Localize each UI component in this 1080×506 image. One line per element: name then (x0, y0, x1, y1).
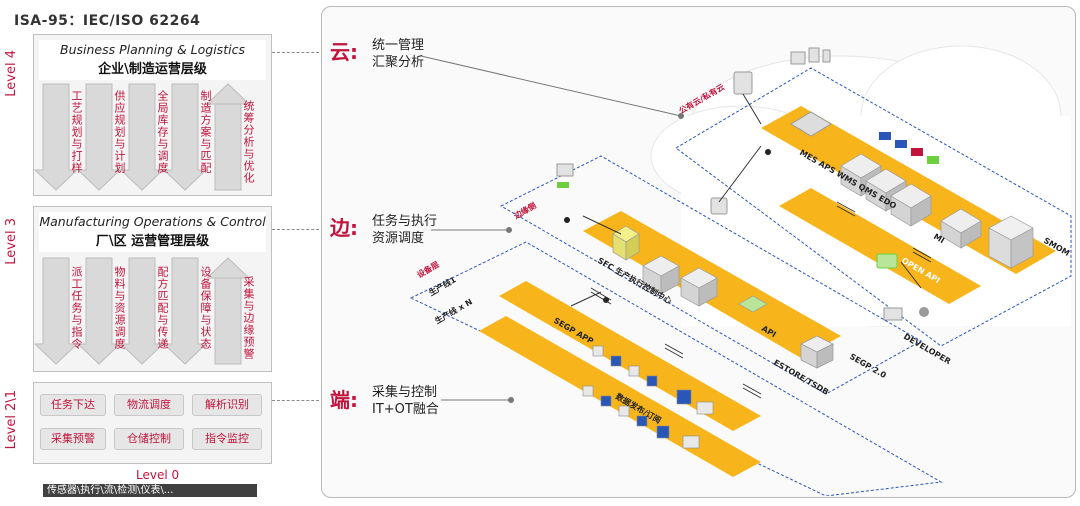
level-4-arrows (33, 83, 251, 191)
level-4-title-en: Business Planning & Logistics (60, 42, 245, 57)
tier-cloud-line1: 统一管理 (372, 38, 425, 53)
level-3-arrow-4: 设备保障与状态 (199, 266, 212, 350)
connector-device (272, 400, 324, 401)
cloud-band-2 (779, 188, 981, 304)
level-3-title-cn: 厂\区 运营管理层级 (95, 234, 210, 249)
edge-status-icon (557, 182, 569, 188)
tier-edge: 边: (330, 212, 358, 241)
pill-parse-recognize: 解析识别 (192, 394, 262, 416)
standard-header: ISA-95：IEC/ISO 62264 (14, 13, 201, 29)
down-arrow-icon (76, 257, 122, 365)
cloud-region (675, 67, 1072, 347)
edge-region (499, 155, 923, 395)
down-arrow-icon (33, 83, 79, 191)
tier-edge-key: 边: (330, 216, 358, 240)
tier-edge-desc: 任务与执行 资源调度 (372, 213, 437, 247)
tier-device-key: 端: (330, 388, 358, 412)
phone-icon (822, 49, 831, 63)
level-3-arrows (33, 257, 251, 365)
pill-logistics-scheduling: 物流调度 (114, 394, 184, 416)
pc-icon (790, 51, 806, 65)
tier-cloud: 云: (330, 36, 358, 65)
sync-arrows (590, 201, 932, 399)
pill-task-dispatch: 任务下达 (40, 394, 106, 416)
gateway-icon (790, 111, 832, 137)
level-4-arrow-3: 全局库存与调度 (156, 90, 169, 174)
level-3-title-en: Manufacturing Operations & Control (39, 214, 266, 229)
device-machines (582, 345, 714, 449)
level-0-label: Level 0 (136, 468, 180, 482)
developer-monitor-icon (883, 307, 903, 321)
edge-pc-icon (556, 163, 574, 177)
down-arrow-icon (162, 83, 208, 191)
mes-modules (840, 153, 932, 227)
edge-modules (612, 225, 834, 369)
tier-markers (420, 55, 684, 403)
level-21-label: Level 2\1 (4, 390, 19, 450)
level-3-arrow-1: 派工任务与指令 (70, 266, 83, 350)
developer-user-icon (919, 307, 929, 317)
level-4-arrow-2: 供应规划与计划 (113, 90, 126, 174)
tier-edge-line2: 资源调度 (372, 231, 425, 246)
tier-device-desc: 采集与控制 IT+OT融合 (372, 384, 439, 418)
level-4-label: Level 4 (4, 50, 19, 97)
device-band-1 (499, 281, 761, 431)
tablet-icon (808, 47, 820, 63)
tier-cloud-desc: 统一管理 汇聚分析 (372, 37, 424, 71)
tier-device-line1: 采集与控制 (372, 385, 438, 400)
pill-warehouse-control: 仓储控制 (114, 428, 184, 450)
up-arrow-icon (205, 257, 251, 365)
pill-collect-alert: 采集预警 (40, 428, 106, 450)
open-api-icon (876, 253, 898, 269)
up-arrow-icon (205, 83, 251, 191)
tier-device-line2: IT+OT融合 (372, 402, 439, 417)
tier-cloud-line2: 汇聚分析 (372, 55, 425, 70)
pill-command-monitor: 指令监控 (192, 428, 262, 450)
level-0-bar: 传感器\执行\流\检测\仪表\... (43, 484, 257, 497)
module-badge-icon (911, 148, 923, 156)
down-arrow-icon (119, 257, 165, 365)
connector-cloud (272, 52, 324, 53)
tier-edge-line1: 任务与执行 (372, 214, 438, 229)
connector-lines (570, 93, 922, 307)
level-3-label: Level 3 (4, 218, 19, 265)
mi-storage (940, 208, 1034, 269)
tier-device: 端: (330, 384, 358, 413)
module-badge-icon (879, 132, 891, 140)
module-badge-icon (927, 156, 939, 164)
level-4-title-cn: 企业\制造运营层级 (98, 62, 207, 77)
level-3-arrow-2: 物料与资源调度 (113, 266, 126, 350)
edge-server-icon (710, 197, 728, 215)
level-4-arrow-1: 工艺规划与打样 (70, 90, 83, 174)
down-arrow-icon (119, 83, 165, 191)
architecture-diagram: 公有云/私有云 SMOM MES APS WMS QMS EDO MI OPEN… (409, 45, 1072, 496)
down-arrow-icon (162, 257, 208, 365)
level-4-arrow-4: 制造方案与匹配 (199, 90, 212, 174)
level-3-arrow-3: 配方匹配与传递 (156, 266, 169, 350)
module-badge-icon (895, 140, 907, 148)
connector-edge (272, 229, 324, 230)
tier-cloud-key: 云: (330, 40, 358, 64)
level-4-arrow-5: 统筹分析与优化 (242, 100, 255, 184)
level-3-arrow-5: 采集与边缘预警 (242, 276, 255, 360)
down-arrow-icon (33, 257, 79, 365)
down-arrow-icon (76, 83, 122, 191)
